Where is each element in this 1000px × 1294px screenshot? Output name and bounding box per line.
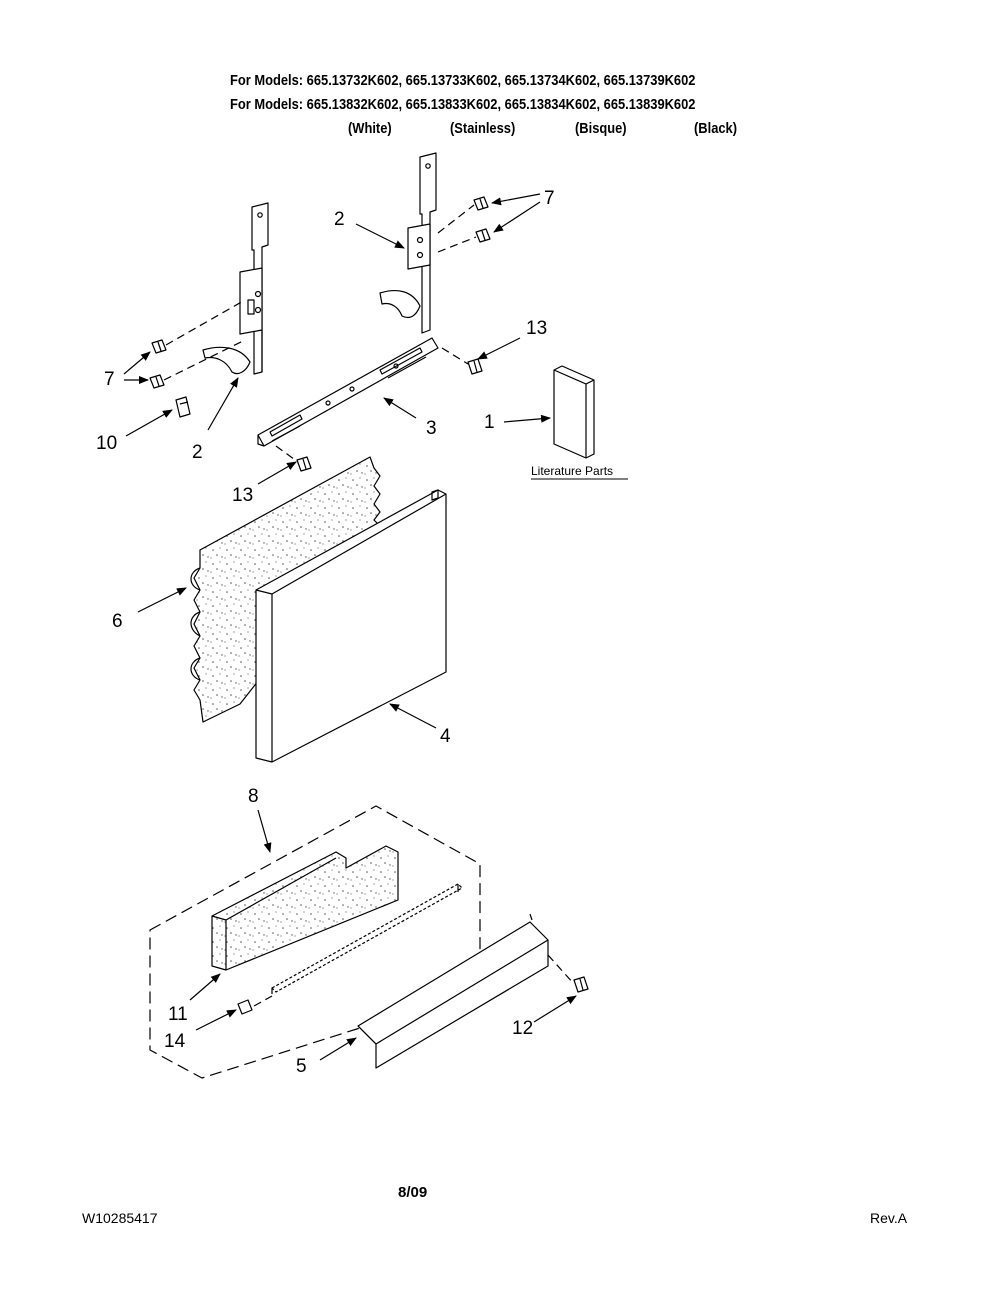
clip-10 bbox=[175, 396, 191, 418]
callout-1: 1 bbox=[484, 412, 495, 433]
callout-2-left: 2 bbox=[192, 442, 203, 463]
callout-7-left: 7 bbox=[104, 369, 115, 390]
callout-13-lower: 13 bbox=[232, 485, 253, 506]
document-number: W10285417 bbox=[82, 1210, 158, 1226]
door-hinge-right bbox=[379, 152, 437, 334]
toe-panel-strip bbox=[271, 883, 463, 994]
callout-3: 3 bbox=[426, 418, 437, 439]
models-line-2: For Models: 665.13832K602, 665.13833K602… bbox=[230, 96, 696, 113]
callout-13-right: 13 bbox=[526, 318, 547, 339]
alignment-lines bbox=[163, 204, 575, 1007]
screw-13-lower bbox=[296, 456, 312, 472]
callout-11: 11 bbox=[168, 1004, 188, 1025]
callout-8: 8 bbox=[248, 786, 259, 807]
models-line-1: For Models: 665.13732K602, 665.13733K602… bbox=[230, 72, 696, 89]
screw-12 bbox=[573, 976, 589, 993]
callout-4: 4 bbox=[440, 726, 451, 747]
screw-7-left-upper bbox=[151, 339, 167, 354]
toe-panel-kit-boundary-8 bbox=[149, 805, 481, 1079]
callout-12: 12 bbox=[512, 1018, 533, 1039]
clip-14 bbox=[237, 999, 253, 1015]
callout-14: 14 bbox=[164, 1031, 186, 1052]
door-support-bracket-3 bbox=[257, 337, 439, 447]
screw-13-right bbox=[467, 358, 483, 375]
color-stainless: (Stainless) bbox=[450, 120, 516, 137]
toe-insulation-11 bbox=[211, 845, 399, 971]
color-black: (Black) bbox=[694, 120, 738, 137]
revision-date: 8/09 bbox=[398, 1184, 428, 1201]
callout-10: 10 bbox=[96, 433, 117, 454]
revision-label: Rev.A bbox=[870, 1210, 908, 1226]
callout-7-right: 7 bbox=[544, 188, 555, 209]
color-bisque: (Bisque) bbox=[575, 120, 627, 137]
callout-6: 6 bbox=[112, 611, 123, 632]
callout-5: 5 bbox=[296, 1056, 307, 1077]
screw-7-right-lower bbox=[475, 228, 491, 243]
color-white: (White) bbox=[348, 120, 392, 137]
callout-2-right: 2 bbox=[334, 209, 345, 230]
literature-parts-book-1 bbox=[553, 365, 595, 459]
screw-7-right-upper bbox=[473, 196, 489, 211]
literature-parts-label: Literature Parts bbox=[531, 464, 613, 478]
screw-7-left-lower bbox=[149, 374, 165, 389]
door-hinge-left bbox=[202, 202, 269, 375]
toe-panel-5 bbox=[357, 913, 549, 1069]
leader-arrows bbox=[123, 193, 577, 1061]
outer-door-panel-4 bbox=[255, 489, 447, 763]
